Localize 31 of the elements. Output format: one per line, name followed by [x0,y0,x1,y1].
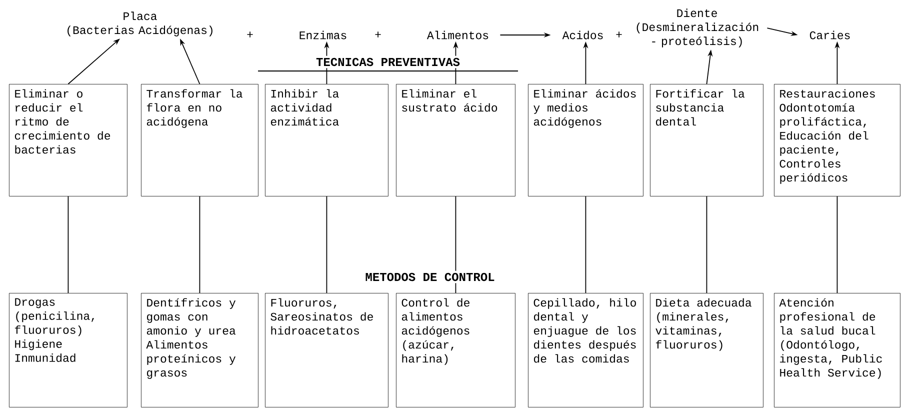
term-text: Acidos [562,30,603,40]
text-box: Cepillado, hilo dental y enjuague de los dientes después de las comidas [528,293,644,408]
connector-line [68,196,69,294]
section-heading: METODOS DE CONTROL [363,270,497,284]
connector-line [199,196,200,294]
text-box: Control de alimentos acidógenos (azúcar, harina) [396,293,516,408]
text-box: Dieta adecuada (minerales, vitaminas, fluoruros) [650,293,764,408]
connector-line [585,196,586,294]
plus-sign: + [375,32,381,38]
term-text: Placa (Bacterias Acidógenas) [68,12,212,36]
text-box: Dentífricos y gomas con amonio y urea Alimentos proteínicos y grasos [141,293,258,408]
text-box: Transformar la flora en no acidógena [141,84,258,196]
plus-sign: + [616,32,622,38]
term-text: Caries [810,30,850,40]
plus-sign: + [247,32,253,38]
term-text: Alimentos [426,30,488,40]
text-box: Fluoruros, Sareosinatos de hidroacetatos [265,293,388,408]
text-box: Restauraciones Odontotomía prolifáctica, Educación del paciente, Controles periódicos [774,84,900,196]
text-box: Inhibir la actividad enzimática [265,84,388,196]
term-text: Enzimas [300,30,346,40]
text-box: Fortificar la substancia dental [650,84,764,196]
text-box: Eliminar ácidos y medios acidógenos [528,84,644,196]
connector-line [836,196,838,294]
section-heading: TECNICAS PREVENTIVAS [314,56,462,68]
connector-line [706,196,708,294]
text-box: Atención profesional de la salud bucal (Odontólogo, ingesta, Public Health Service) [774,293,900,408]
connector-line [326,196,328,294]
text-box: Drogas (penicilina, fluoruros) Higiene Inmunidad [9,293,128,408]
text-box: Eliminar o reducir el ritmo de crecimiento de bacterias [9,84,128,196]
term-text: Diente (Desmineralización - proteólisis) [636,8,758,48]
text-box: Eliminar el sustrato ácido [396,84,516,196]
